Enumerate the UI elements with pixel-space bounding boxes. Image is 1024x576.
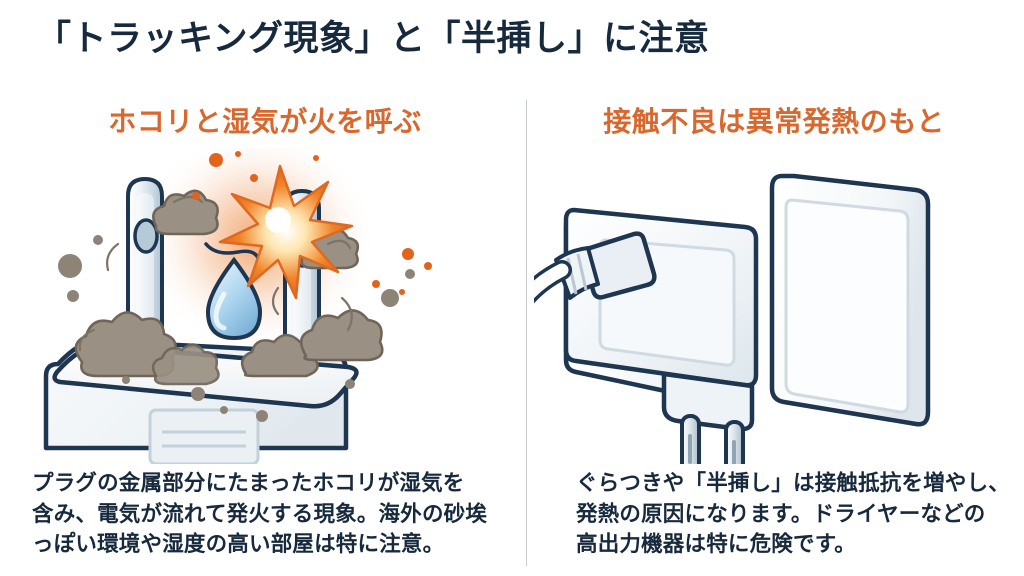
caption-line: プラグの金属部分にたまったホコリが湿気を [32, 471, 465, 495]
caption-line: ぐらつきや「半挿し」は接触抵抗を増やし、 [576, 471, 1011, 495]
panel-right: 接触不良は異常発熱のもと [534, 96, 1014, 566]
panel-right-heading: 接触不良は異常発熱のもと [603, 106, 945, 137]
cable-connector [554, 231, 657, 300]
power-cable [534, 260, 572, 304]
caption-line: 含み、電気が流れて発火する現象。海外の砂埃 [32, 501, 488, 526]
panel-left: ホコリと湿気が火を呼ぶ [10, 96, 520, 566]
panel-left-heading: ホコリと湿気が火を呼ぶ [108, 106, 422, 137]
caption-line: っぽい環境や湿度の高い部屋は特に注意。 [32, 532, 445, 557]
dust-specks [58, 235, 415, 422]
wall-socket-faceplate [769, 173, 931, 427]
dusty-plug-with-spark-illustration [10, 148, 520, 464]
page-title: 「トラッキング現象」と「半挿し」に注意 [36, 19, 710, 58]
panel-right-caption: ぐらつきや「半挿し」は接触抵抗を増やし、 発熱の原因になります。ドライヤーなどの… [576, 468, 1016, 560]
dust-clumps [74, 189, 384, 386]
adapter-pins [661, 371, 755, 464]
caption-line: 高出力機器は特に危険です。 [576, 532, 856, 557]
caption-line: 発熱の原因になります。ドライヤーなどの [576, 501, 986, 526]
ac-adapter-body [563, 207, 759, 409]
dust-fibers [78, 195, 353, 352]
spark-embers [192, 151, 432, 295]
vertical-divider [526, 100, 527, 566]
electric-spark [218, 164, 354, 300]
water-droplet [204, 242, 263, 341]
panel-left-caption: プラグの金属部分にたまったホコリが湿気を 含み、電気が流れて発火する現象。海外の… [32, 468, 504, 560]
half-inserted-ac-adapter-illustration [534, 148, 1014, 464]
